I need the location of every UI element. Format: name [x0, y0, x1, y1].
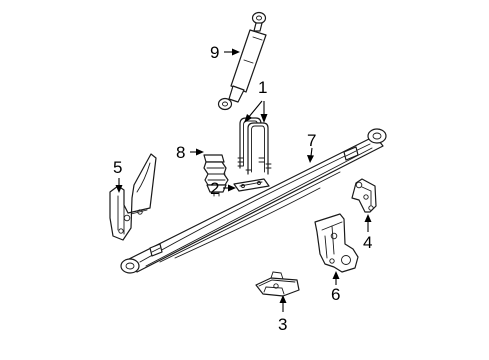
callout-4: 4	[363, 233, 372, 252]
rear-shackle-bracket	[351, 178, 377, 213]
front-hanger-bracket	[109, 153, 157, 241]
shock-absorber	[217, 11, 267, 111]
leader-1b	[260, 101, 268, 123]
callout-5: 5	[113, 158, 122, 177]
leader-8	[190, 148, 204, 156]
leader-7	[307, 147, 314, 163]
leader-9	[224, 48, 240, 56]
callout-2: 2	[210, 179, 219, 198]
callout-7: 7	[307, 131, 316, 150]
callout-8: 8	[176, 143, 185, 162]
u-bolt-pair	[237, 117, 272, 175]
leader-6	[332, 271, 340, 285]
leaf-spring-assembly	[120, 128, 387, 274]
callout-6: 6	[331, 285, 340, 304]
callout-3: 3	[278, 315, 287, 334]
spring-seat	[255, 271, 300, 297]
jounce-bumper	[203, 154, 229, 197]
leader-4	[364, 214, 372, 232]
leader-2	[223, 184, 236, 192]
callout-1: 1	[258, 78, 267, 97]
callout-9: 9	[210, 43, 219, 62]
leader-3	[279, 295, 287, 312]
rear-hanger-bracket	[314, 213, 359, 273]
leader-5	[115, 178, 123, 193]
u-bolt-plate	[233, 178, 270, 192]
leader-1a	[244, 100, 263, 123]
